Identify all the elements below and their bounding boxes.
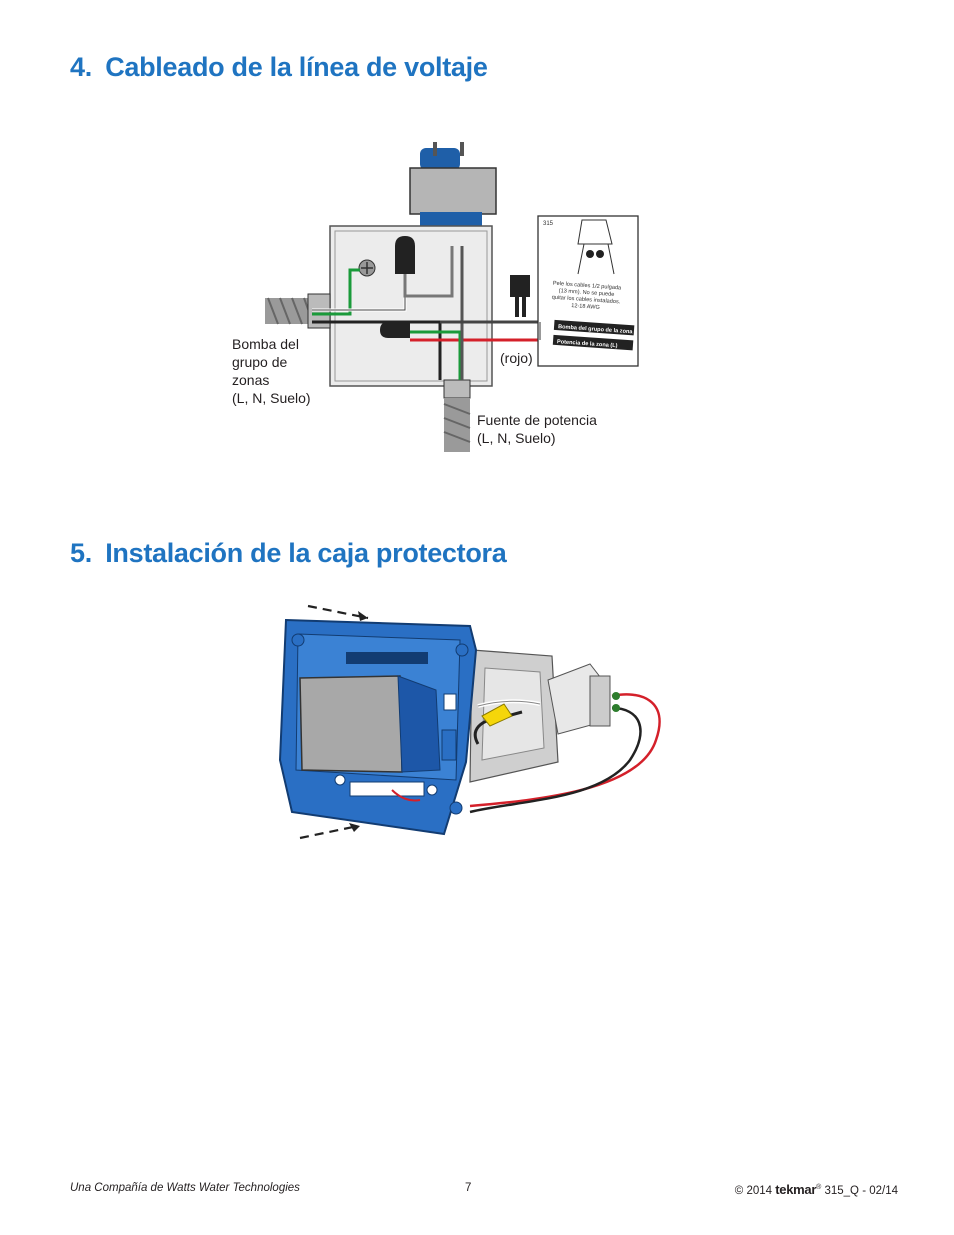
terminal-pump-label: Bomba del grupo de la zona bbox=[558, 324, 634, 335]
section-4-title: Cableado de la línea de voltaje bbox=[105, 52, 488, 82]
red-wire-label: (rojo) bbox=[500, 350, 533, 366]
copyright-text: © 2014 bbox=[734, 1185, 773, 1197]
pump-label-line1: Bomba del bbox=[232, 336, 299, 352]
footer-company: Una Compañía de Watts Water Technologies bbox=[70, 1182, 300, 1194]
wire-nut-black bbox=[395, 236, 415, 274]
pump-label-line4: (L, N, Suelo) bbox=[232, 390, 311, 406]
bottom-arrow bbox=[299, 824, 359, 840]
terminal-connector bbox=[510, 275, 530, 317]
top-arrow bbox=[307, 604, 369, 620]
pump-label-line3: zonas bbox=[232, 372, 270, 388]
section-5-number: 5. bbox=[70, 538, 92, 568]
section-5-heading: 5. Instalación de la caja protectora bbox=[70, 538, 507, 569]
wire-nut-left bbox=[380, 322, 410, 338]
footer-copyright-block: © 2014 tekmar® 315_Q - 02/14 bbox=[735, 1182, 898, 1197]
cover-installation-illustration bbox=[278, 604, 661, 840]
power-label-line1: Fuente de potencia bbox=[477, 412, 597, 428]
strip-note-line1: Pele los cables 1/2 pulgada bbox=[553, 281, 623, 292]
power-label: Fuente de potencia (L, N, Suelo) bbox=[477, 411, 597, 447]
power-conduit bbox=[443, 379, 471, 452]
strip-note-line3: quitar los cables instalados. bbox=[552, 295, 621, 306]
control-panel: 315 Pele los cables 1/2 pulgada (13 mm).… bbox=[537, 215, 639, 367]
pump-label-line2: grupo de bbox=[232, 354, 288, 370]
yellow-wire-nut bbox=[481, 703, 513, 727]
power-label-line2: (L, N, Suelo) bbox=[477, 430, 556, 446]
line-voltage-wiring-diagram: 315 Pele los cables 1/2 pulgada (13 mm).… bbox=[265, 142, 639, 452]
section-4-number: 4. bbox=[70, 52, 92, 82]
section-4-heading: 4. Cableado de la línea de voltaje bbox=[70, 52, 488, 83]
blue-protective-cover bbox=[278, 618, 478, 836]
strip-note-line4: 12-18 AWG bbox=[571, 303, 600, 311]
pump-label: Bomba del grupo de zonas (L, N, Suelo) bbox=[232, 335, 311, 407]
strip-note-line2: (13 mm). No se puede bbox=[559, 288, 615, 298]
terminal-power-label: Potencia de la zona (L) bbox=[557, 339, 618, 349]
page-number: 7 bbox=[465, 1182, 472, 1194]
document-code: 315_Q - 02/14 bbox=[824, 1185, 898, 1197]
tekmar-logo: tekmar bbox=[775, 1182, 817, 1197]
panel-model: 315 bbox=[543, 221, 554, 227]
registered-mark: ® bbox=[816, 1184, 822, 1192]
section-5-title: Instalación de la caja protectora bbox=[105, 538, 507, 568]
